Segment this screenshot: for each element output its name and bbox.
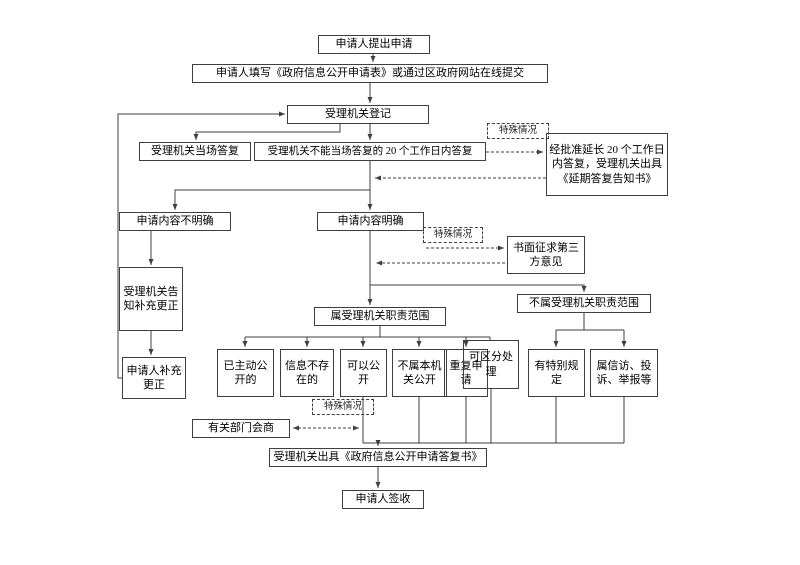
node-third-party-opinion: 书面征求第三方意见	[507, 236, 585, 274]
node-onspot-reply: 受理机关当场答复	[139, 142, 251, 161]
node-already-public: 已主动公开的	[217, 349, 274, 397]
node-sign-receipt: 申请人签收	[342, 490, 424, 509]
node-repeat-application: 重复申请	[444, 349, 488, 397]
node-special-case-3: 特殊情况	[312, 399, 374, 415]
node-distinguish-handling: 可区分处理	[463, 340, 519, 389]
node-extension-notice: 经批准延长 20 个工作日内答复，受理机关出具《延期答复告知书》	[546, 133, 668, 196]
node-content-unclear: 申请内容不明确	[119, 212, 231, 231]
node-issue-reply-document: 受理机关出具《政府信息公开申请答复书》	[269, 448, 487, 467]
solid-connectors	[117, 54, 627, 488]
node-other-agency: 不属本机关公开	[392, 349, 447, 397]
node-within-scope: 属受理机关职责范围	[314, 307, 446, 326]
node-agency-register: 受理机关登记	[287, 105, 429, 124]
node-content-clear: 申请内容明确	[317, 212, 424, 231]
dashed-connectors	[293, 149, 546, 431]
node-special-case-2: 特殊情况	[423, 227, 483, 243]
node-can-disclose: 可以公开	[340, 349, 387, 397]
node-applicant-supplement: 申请人补充更正	[122, 357, 186, 399]
node-outside-scope: 不属受理机关职责范围	[517, 294, 651, 313]
node-reply-within-20-days: 受理机关不能当场答复的 20 个工作日内答复	[254, 142, 486, 161]
node-department-consult: 有关部门会商	[192, 419, 290, 438]
node-petition-complaint: 属信访、投诉、举报等	[590, 349, 658, 397]
node-special-rule: 有特别规定	[528, 349, 585, 397]
node-fill-application-form: 申请人填写《政府信息公开申请表》或通过区政府网站在线提交	[192, 64, 548, 83]
node-notify-supplement: 受理机关告知补充更正	[119, 267, 183, 331]
node-info-not-exist: 信息不存在的	[280, 349, 334, 397]
node-special-case-1: 特殊情况	[487, 123, 549, 139]
node-submit-application: 申请人提出申请	[318, 35, 430, 54]
